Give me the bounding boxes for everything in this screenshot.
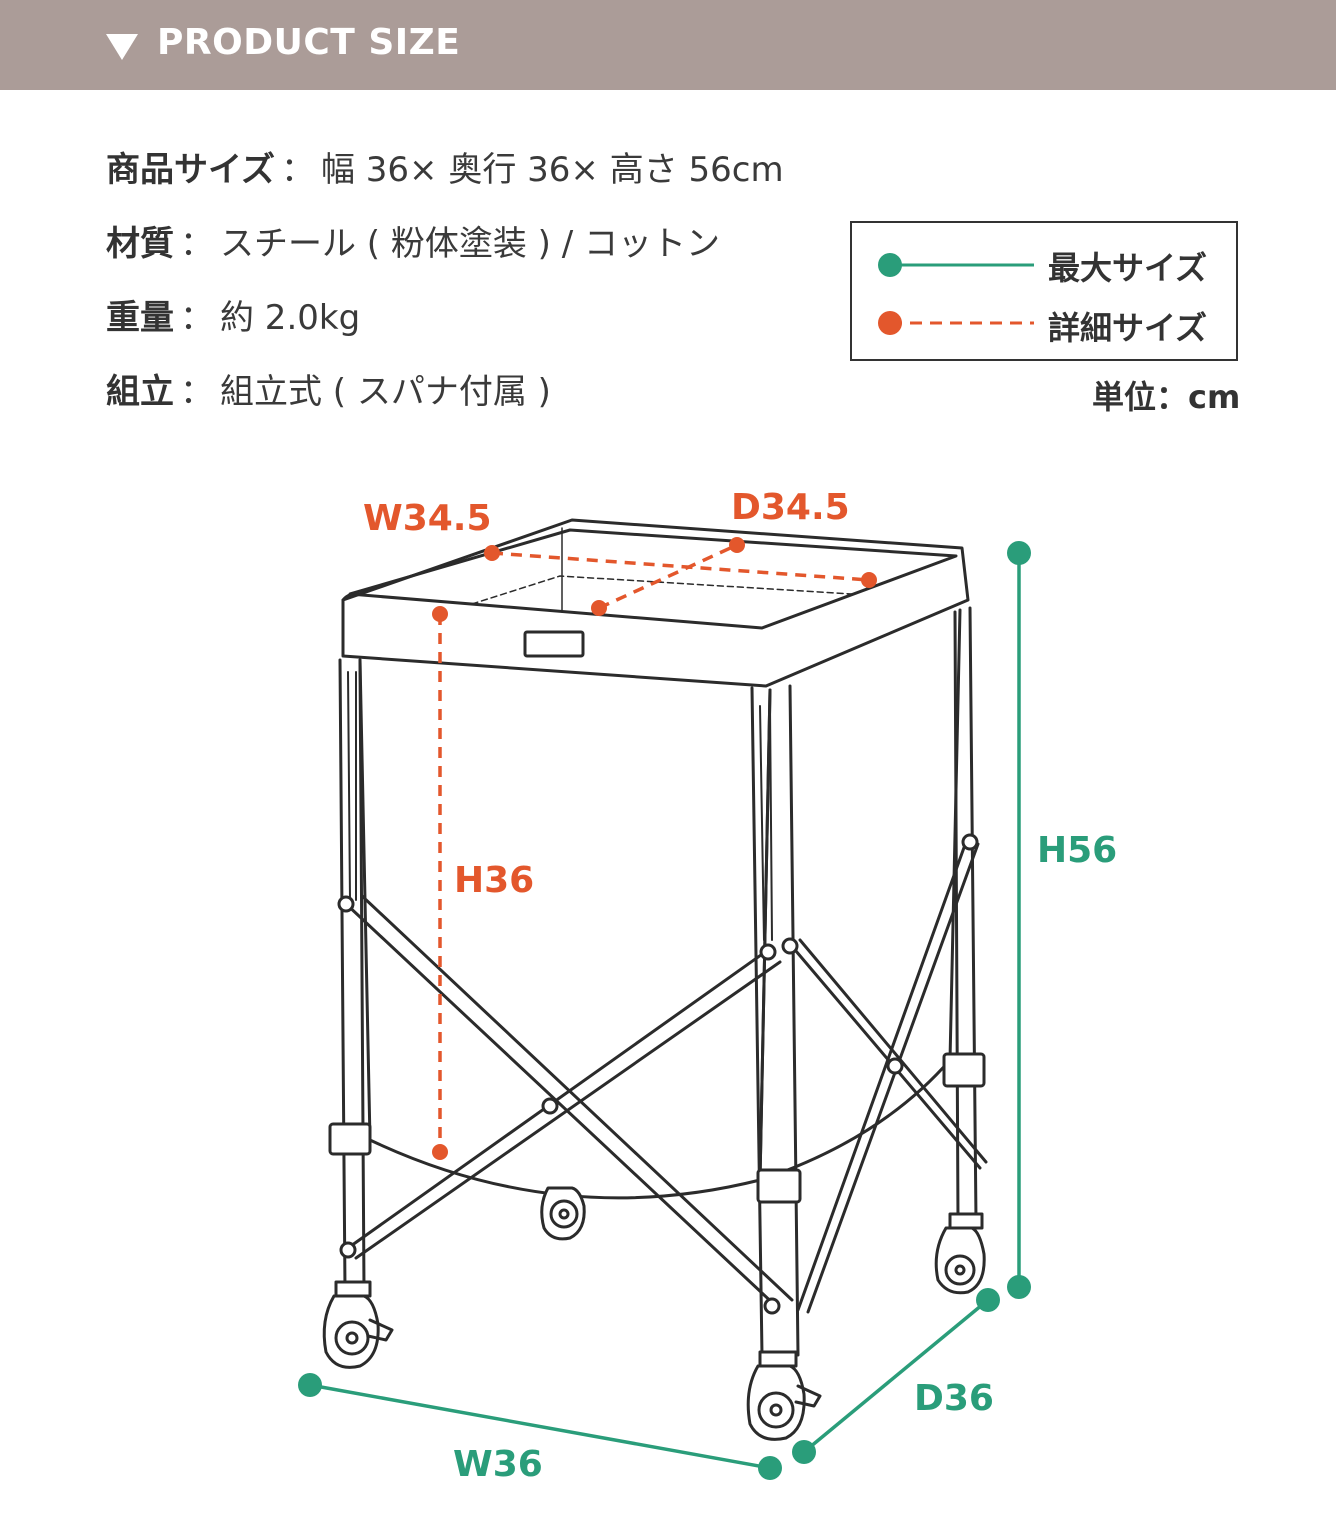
dim-dot [729,537,745,553]
hamper-drawing [322,518,988,1441]
caster-back [540,1186,586,1241]
spec-separator: ： [180,298,214,338]
leg-center-front [750,684,800,1357]
brace-side-a [788,938,988,1170]
spec-value: 幅 36× 奥行 36× 高さ 56cm [320,150,784,190]
joint [541,1097,559,1115]
header-title: PRODUCT SIZE [157,22,461,63]
dim-dot [432,1144,448,1160]
clip [756,1168,802,1204]
dim-dot [1007,1275,1031,1299]
joint [886,1057,904,1075]
legend-detail-dot [878,311,902,335]
legend-max-dot [878,253,902,277]
joint [339,1241,357,1259]
header-bar: PRODUCT SIZE [0,0,1336,90]
unit-label: 単位：cm [1092,378,1241,416]
dim-dot [792,1440,816,1464]
detail-dimension-dots [432,537,877,1160]
dim-inner-depth-line [598,543,738,610]
leg-left-front [338,658,366,1292]
dim-dot [591,600,607,616]
joint [337,895,355,913]
dim-dot [861,572,877,588]
caster-left [322,1280,394,1369]
detail-dimension-lines [438,543,870,1152]
handle-slot [523,630,585,658]
joint [759,943,777,961]
joint [763,1297,781,1315]
dim-total-width-label: W36 [453,1444,543,1485]
brace-front-a [342,894,794,1310]
spec-label: 商品サイズ [106,150,275,190]
spec-label: 重量 [106,298,174,338]
joint [781,937,799,955]
leg-slot-center [759,705,773,941]
legend-box: 最大サイズ 詳細サイズ [850,221,1238,361]
dim-inner-height-label: H36 [454,860,535,901]
spec-label: 組立 [106,372,174,412]
dim-dot [758,1456,782,1480]
dim-dot [1007,541,1031,565]
max-dimension-lines [309,553,1021,1470]
spec-list: 商品サイズ：幅 36× 奥行 36× 高さ 56cm 材質：スチール ( 粉体塗… [106,140,784,436]
dim-inner-width-line [491,551,870,582]
dim-dot [432,606,448,622]
legend-max-label: 最大サイズ [1048,249,1208,287]
rim-corner [341,592,354,602]
spec-separator: ： [180,224,214,264]
dim-total-depth-line [802,1298,990,1454]
product-diagram [298,518,1031,1480]
dim-total-height-label: H56 [1037,830,1118,871]
dim-total-depth-label: D36 [914,1378,994,1419]
spec-value: 組立式 ( スパナ付属 ) [220,372,551,412]
inner-opening [471,575,853,605]
caster-center [746,1350,822,1441]
leg-right-rear [953,606,978,1222]
spec-row-material: 材質：スチール ( 粉体塗装 ) / コットン [106,214,784,288]
spec-value: 約 2.0kg [220,298,361,338]
spec-row-weight: 重量：約 2.0kg [106,288,784,362]
spec-row-assembly: 組立：組立式 ( スパナ付属 ) [106,362,784,436]
caster-right [934,1212,986,1295]
clip [942,1052,986,1088]
bag-front [358,658,772,1200]
triangle-down-icon [106,34,138,60]
max-dimension-dots [298,541,1031,1480]
brace-front-b [346,948,782,1260]
spec-label: 材質 [106,224,174,264]
dim-dot [484,545,500,561]
dim-dot [298,1373,322,1397]
spec-value: スチール ( 粉体塗装 ) / コットン [220,224,721,264]
legend-detail-label: 詳細サイズ [1048,309,1208,347]
brace-side-b [796,840,980,1314]
joint [961,833,979,851]
legend-markers [878,253,1034,335]
dim-inner-depth-label: D34.5 [731,487,850,528]
leg-slot-left [347,671,357,901]
dim-dot [976,1288,1000,1312]
spec-row-size: 商品サイズ：幅 36× 奥行 36× 高さ 56cm [106,140,784,214]
dim-inner-width-label: W34.5 [363,498,492,539]
rim-outline [341,518,970,688]
dim-total-width-line [309,1383,771,1470]
clip [328,1122,372,1156]
spec-separator: ： [280,150,315,190]
spec-separator: ： [180,372,214,412]
